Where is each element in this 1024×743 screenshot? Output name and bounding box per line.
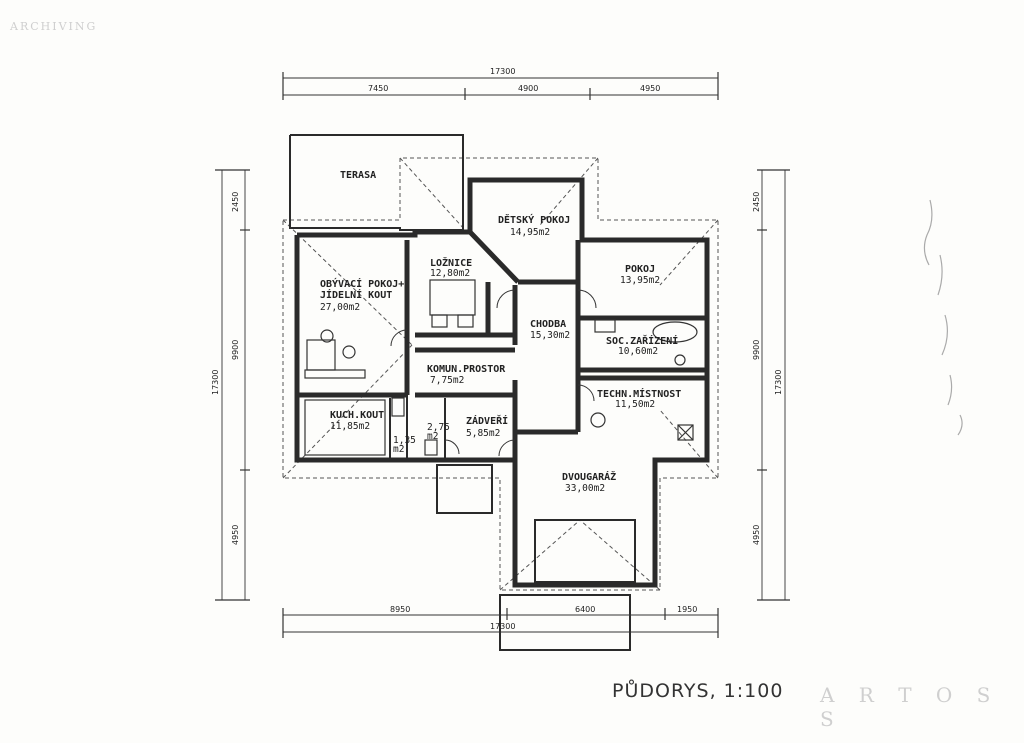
room-garaz: DVOUGARÁŽ	[562, 470, 616, 483]
room-wc-small-area-2: m2	[393, 444, 404, 455]
room-loznice-area: 12,80m2	[430, 268, 470, 279]
room-zadveri-area: 5,85m2	[466, 428, 500, 439]
exterior-walls	[294, 177, 710, 588]
room-wc2-area-1: 2,75	[427, 422, 450, 433]
room-techn-mistnost: TECHN.MÍSTNOST	[597, 387, 681, 400]
room-garaz-area: 33,00m2	[565, 483, 605, 494]
room-obyvaci-2: JÍDELNÍ KOUT	[320, 288, 392, 301]
plan-title: PŮDORYS, 1:100	[612, 680, 784, 702]
garage-door	[534, 519, 636, 583]
room-soc-zarizeni: SOC.ZAŘÍZENÍ	[606, 334, 678, 347]
room-detsky-pokoj-area: 14,95m2	[510, 227, 550, 238]
room-obyvaci-area: 27,00m2	[320, 302, 360, 313]
room-wc-small-area-1: 1,35	[393, 435, 416, 446]
room-detsky-pokoj: DĚTSKÝ POKOJ	[498, 213, 570, 226]
room-komun-prostor-area: 7,75m2	[430, 375, 464, 386]
entrance-step	[436, 464, 631, 651]
dimension-lines	[215, 72, 790, 638]
dim-right-total: 17300	[774, 370, 783, 395]
room-zadveri: ZÁDVEŘÍ	[466, 414, 508, 427]
room-wc2-area-2: m2	[427, 431, 438, 442]
dim-left-total: 17300	[211, 370, 220, 395]
dim-bottom-c: 1950	[677, 605, 697, 614]
room-loznice: LOŽNICE	[430, 256, 472, 269]
dim-top-b: 4900	[518, 84, 538, 93]
dim-right-a: 2450	[752, 192, 761, 212]
dim-bottom-a: 8950	[390, 605, 410, 614]
room-komun-prostor: KOMUN.PROSTOR	[427, 364, 506, 375]
furniture	[304, 279, 698, 456]
dim-left-b: 9900	[231, 340, 240, 360]
room-kuch-kout: KUCH.KOUT	[330, 410, 384, 421]
room-pokoj: POKOJ	[625, 264, 655, 275]
dim-right-b: 9900	[752, 340, 761, 360]
watermark: A R T O S S	[820, 683, 1000, 731]
doors	[390, 289, 597, 457]
room-chodba: CHODBA	[530, 319, 566, 330]
dim-right-c: 4950	[752, 525, 761, 545]
room-chodba-area: 15,30m2	[530, 330, 570, 341]
room-techn-mistnost-area: 11,50m2	[615, 399, 655, 410]
terrace	[289, 134, 464, 231]
dim-left-c: 4950	[231, 525, 240, 545]
watermark-top: ARCHIVING	[10, 20, 98, 33]
dim-bottom-total: 17300	[490, 622, 515, 631]
dim-top-a: 7450	[368, 84, 388, 93]
room-kuch-kout-area: 11,85m2	[330, 421, 370, 432]
dim-top-c: 4950	[640, 84, 660, 93]
room-obyvaci-1: OBÝVACÍ POKOJ+	[320, 277, 404, 290]
room-terasa: TERASA	[340, 170, 376, 181]
room-pokoj-area: 13,95m2	[620, 275, 660, 286]
dim-bottom-b: 6400	[575, 605, 595, 614]
dim-left-a: 2450	[231, 192, 240, 212]
handwritten-signature	[923, 199, 963, 436]
dim-top-total: 17300	[490, 67, 515, 76]
room-soc-zarizeni-area: 10,60m2	[618, 346, 658, 357]
